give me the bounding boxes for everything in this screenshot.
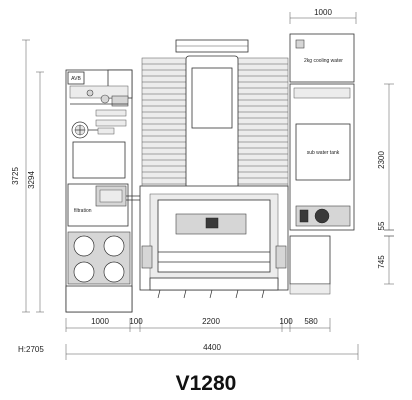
dim-bottom-segments: 1000 100 2200 100 580 xyxy=(65,317,331,332)
dim-total-width: 4400 xyxy=(65,343,359,360)
dim-inner-height: 3294 xyxy=(27,71,44,313)
cooling-tank-label: 2kg cooling water xyxy=(304,58,343,64)
right-cabinet: 2kg cooling water sub water tank xyxy=(289,33,355,295)
model-title: V1280 xyxy=(176,372,237,395)
dim-lower-height: 745 xyxy=(377,235,394,285)
dim-top-width-label: 1000 xyxy=(314,8,332,17)
dim-bottom-left-label: 1000 xyxy=(91,317,109,326)
sub-tank-label: sub water tank xyxy=(307,150,340,156)
dim-right-height-label: 2300 xyxy=(377,151,386,169)
control-sign-label: AVB xyxy=(71,76,81,82)
conveyor-legs xyxy=(157,289,265,299)
dim-gap-small: 55 xyxy=(377,221,394,237)
dim-total-width-label: 4400 xyxy=(203,343,221,352)
dim-inner-height-label: 3294 xyxy=(27,171,36,189)
control-sign xyxy=(67,71,85,85)
dim-top-width: 1000 xyxy=(289,8,357,24)
height-note: H:2705 xyxy=(18,345,44,354)
dim-total-height-label: 3725 xyxy=(11,167,20,185)
dim-bottom-center-label: 2200 xyxy=(202,317,220,326)
filtration-label: filtration xyxy=(74,208,92,214)
dim-bottom-right-label: 580 xyxy=(304,317,318,326)
dim-right-height: 2300 xyxy=(377,83,394,231)
dim-gap-small-label: 55 xyxy=(377,221,386,230)
dim-bottom-gap-left-label: 100 xyxy=(129,317,143,326)
left-cabinet: AVB filtration xyxy=(65,69,150,313)
dim-bottom-gap-right-label: 100 xyxy=(279,317,293,326)
fan-icon xyxy=(71,121,89,139)
dim-total-height: 3725 xyxy=(11,39,30,313)
pump-icon xyxy=(73,235,125,283)
dim-lower-height-label: 745 xyxy=(377,255,386,269)
center-machine xyxy=(139,39,289,299)
cooling-tank-line: 2kg cooling water xyxy=(304,58,343,64)
